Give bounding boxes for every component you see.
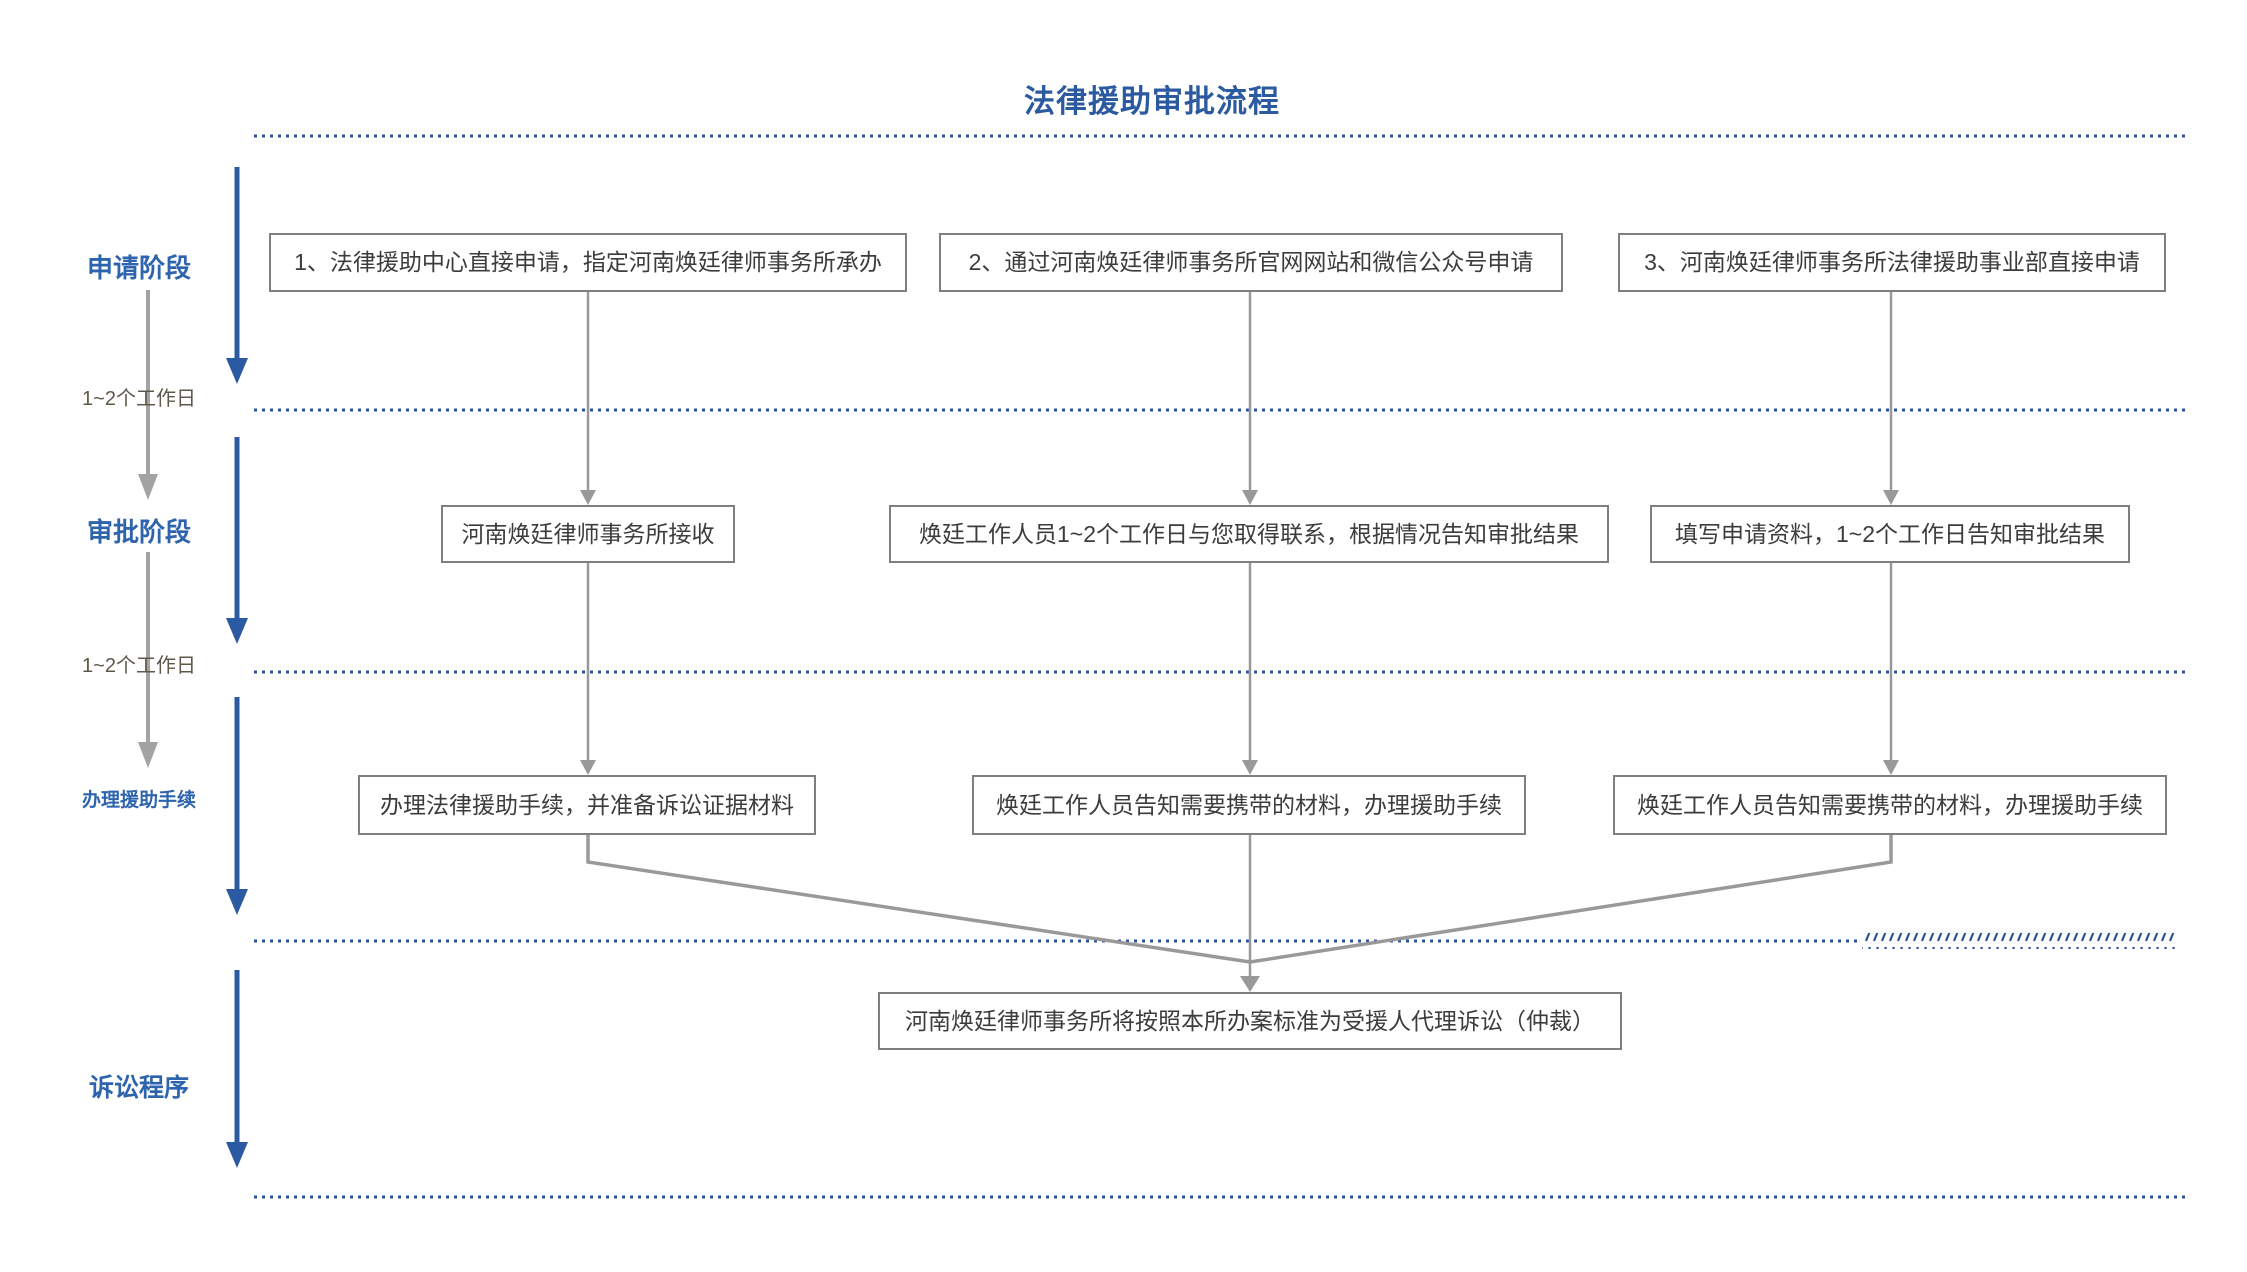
flow-box-apply-channel-3: 3、河南焕廷律师事务所法律援助事业部直接申请 xyxy=(1618,233,2166,292)
duration-label-2: 1~2个工作日 xyxy=(82,655,196,677)
stage-label-application: 申请阶段 xyxy=(86,253,191,283)
flow-box-apply-channel-1: 1、法律援助中心直接申请，指定河南焕廷律师事务所承办 xyxy=(269,233,907,292)
connectors-row3-final xyxy=(586,835,1893,992)
flow-box-approval-3: 填写申请资料，1~2个工作日告知审批结果 xyxy=(1650,505,2130,563)
flow-box-procedure-2: 焕廷工作人员告知需要携带的材料，办理援助手续 xyxy=(972,775,1526,835)
flow-box-apply-channel-2: 2、通过河南焕廷律师事务所官网网站和微信公众号申请 xyxy=(939,233,1563,292)
flow-box-final-litigation: 河南焕廷律师事务所将按照本所办案标准为受援人代理诉讼（仲裁） xyxy=(878,992,1622,1050)
connectors-row2-row3 xyxy=(580,563,1899,775)
flow-box-approval-1: 河南焕廷律师事务所接收 xyxy=(441,505,735,563)
flow-box-procedure-1: 办理法律援助手续，并准备诉讼证据材料 xyxy=(358,775,816,835)
dotted-separators xyxy=(254,134,2188,1199)
duration-label-1: 1~2个工作日 xyxy=(82,388,196,410)
stage-label-procedure: 办理援助手续 xyxy=(81,790,196,811)
flow-box-procedure-3: 焕廷工作人员告知需要携带的材料，办理援助手续 xyxy=(1613,775,2167,835)
page-title: 法律援助审批流程 xyxy=(1024,84,1280,119)
stage-progress-arrows xyxy=(226,167,248,1168)
stage-label-litigation: 诉讼程序 xyxy=(88,1074,189,1102)
connectors-row1-row2 xyxy=(580,292,1899,505)
diagonal-dash-separator xyxy=(1862,933,2175,949)
flow-box-approval-2: 焕廷工作人员1~2个工作日与您取得联系，根据情况告知审批结果 xyxy=(889,505,1609,563)
stage-rail-arrows xyxy=(138,290,158,768)
stage-label-approval: 审批阶段 xyxy=(86,517,191,547)
